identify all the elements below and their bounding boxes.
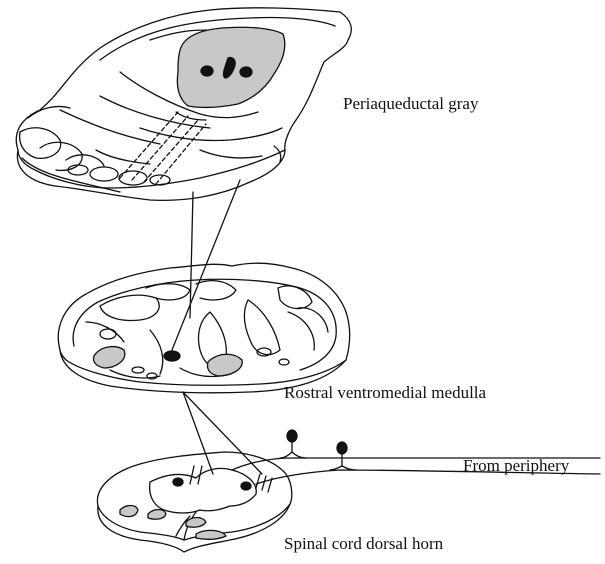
midbrain-section: [16, 8, 351, 201]
projection-rvm-to-spinal-cord: [183, 392, 262, 474]
label-periaqueductal-gray: Periaqueductal gray: [343, 94, 478, 114]
label-from-periphery: From periphery: [463, 456, 569, 476]
rvm-nucleus: [164, 351, 180, 361]
label-rostral-ventromedial-medulla: Rostral ventromedial medulla: [284, 383, 486, 403]
aqueduct-nucleus-right: [240, 67, 252, 77]
aqueduct-nucleus-left: [201, 66, 213, 76]
medulla-gray-region-right: [207, 354, 242, 376]
medulla-gray-region-left: [93, 347, 124, 368]
dorsal-horn-nucleus-right: [241, 482, 251, 490]
peripheral-neuron-soma-1: [287, 430, 297, 442]
peripheral-neuron-soma-2: [337, 442, 347, 454]
medulla-section: [58, 263, 350, 393]
dorsal-horn-nucleus-left: [173, 478, 183, 486]
spinal-cord-section: [97, 452, 291, 552]
spinal-gray-region-3: [186, 518, 206, 528]
spinal-gray-region-4: [196, 530, 226, 539]
spinal-gray-region-1: [120, 506, 138, 517]
label-spinal-cord-dorsal-horn: Spinal cord dorsal horn: [284, 534, 443, 554]
spinal-gray-region-2: [148, 510, 166, 520]
